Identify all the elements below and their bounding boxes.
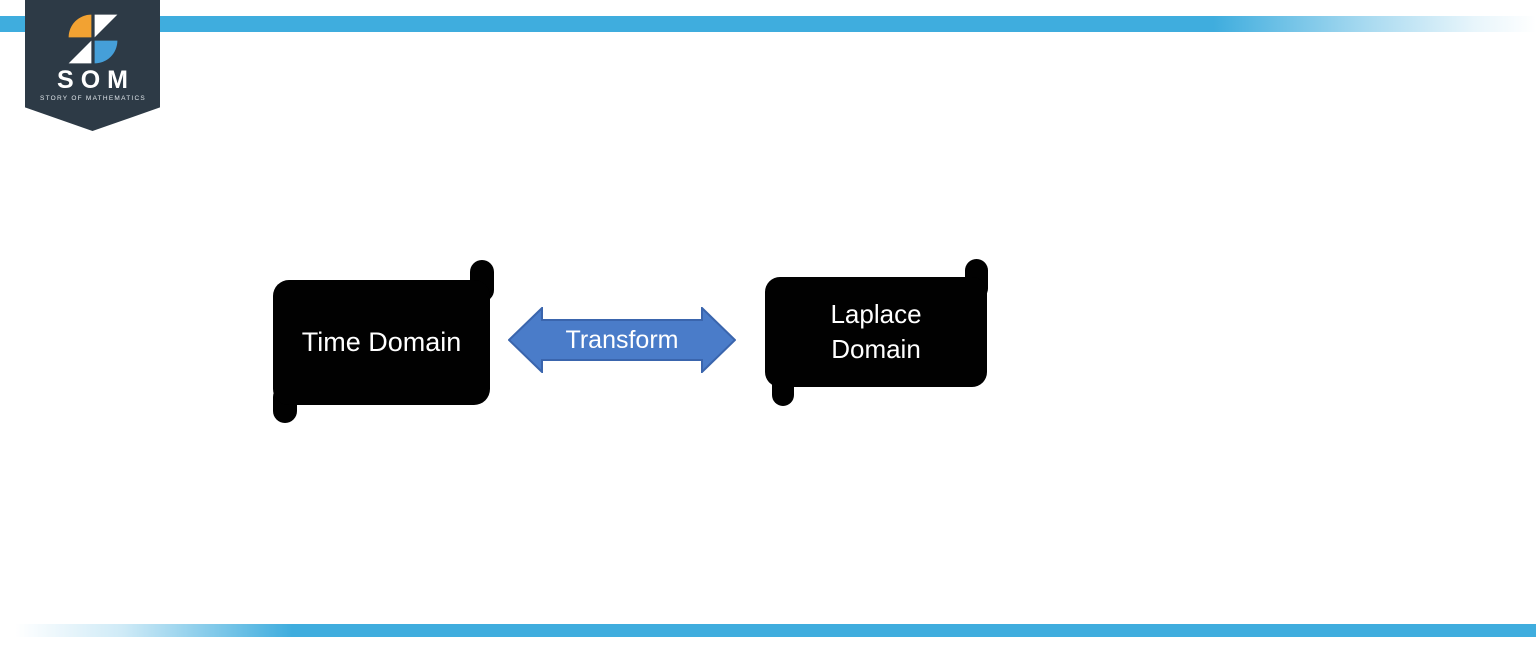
double-arrow-shape [508,307,736,373]
top-accent-bar [0,16,1536,32]
logo-wordmark: SOM [57,66,135,94]
laplace-domain-node [765,277,987,387]
time-domain-node [273,280,490,405]
bottom-accent-bar [0,624,1536,637]
som-logo-pennant: SOM STORY OF MATHEMATICS [25,0,160,131]
logo-tagline: STORY OF MATHEMATICS [39,95,147,102]
som-pinwheel-icon [68,14,117,64]
transform-label: Transform [565,325,679,354]
transform-double-arrow [508,307,736,373]
time-domain-label: Time Domain [301,327,462,357]
laplace-domain-label: Laplace Domain [830,299,922,364]
